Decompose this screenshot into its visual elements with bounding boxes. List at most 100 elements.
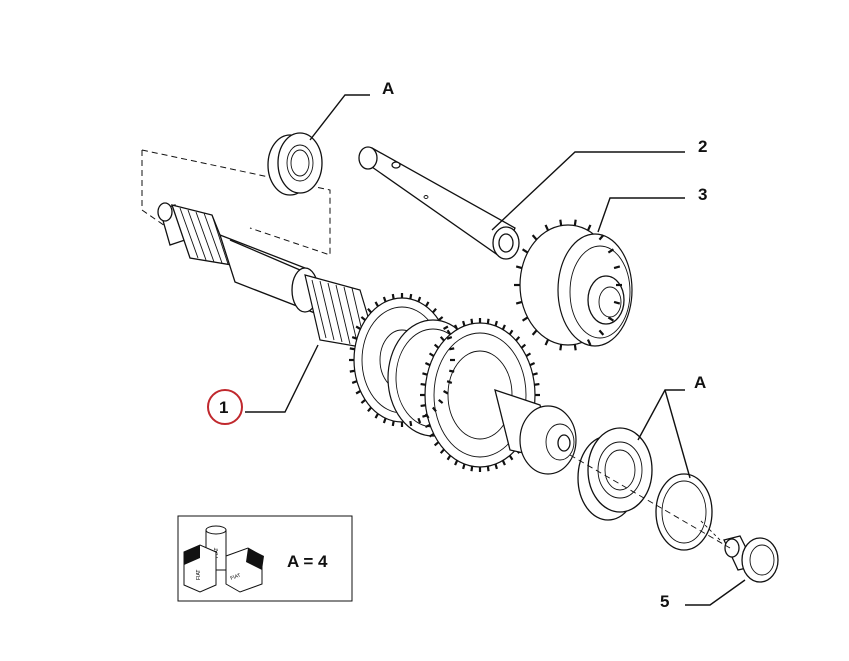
gear-tooth [438, 399, 444, 404]
gear-tooth [438, 316, 444, 321]
gear-tooth [391, 420, 395, 427]
gear-tooth [446, 329, 452, 336]
gear-tooth [382, 296, 387, 303]
gear-tooth [508, 454, 514, 461]
gear-tooth [351, 380, 358, 384]
gear-tooth [508, 329, 514, 336]
gear-tooth [409, 420, 413, 427]
gear-tooth [374, 413, 379, 419]
gear-tooth [428, 433, 435, 438]
gear-tooth [360, 399, 366, 404]
gear-tooth [449, 369, 455, 373]
pin[interactable] [358, 146, 520, 260]
gear-tooth [544, 339, 550, 346]
gear-tooth [462, 463, 466, 470]
gear-tooth [454, 460, 459, 466]
axis-line [569, 454, 731, 549]
gear-tooth [409, 293, 413, 300]
idler-gear-teeth [514, 219, 622, 351]
gear-tooth [391, 293, 395, 300]
gear-tooth [420, 382, 426, 386]
gear-tooth [586, 339, 592, 346]
gear-tooth [446, 380, 453, 384]
gear-tooth [446, 336, 453, 340]
gear-tooth [417, 417, 422, 424]
gear-tooth [494, 463, 498, 470]
gear-tooth [355, 325, 361, 330]
gear-tooth [422, 372, 428, 376]
gear-tooth [425, 301, 430, 307]
gear-tooth [607, 248, 615, 254]
callout-1-highlight[interactable]: 1 [207, 389, 243, 425]
gear-tooth [349, 369, 355, 373]
gear-tooth [501, 324, 506, 330]
gear-tooth [433, 441, 440, 447]
callout-2: 2 [698, 137, 707, 156]
gear-tooth [432, 406, 437, 413]
gear-tooth [544, 224, 550, 231]
bearing-bottom[interactable] [577, 427, 653, 521]
gear-tooth [531, 234, 538, 241]
gear-tooth [525, 352, 532, 357]
gear-tooth [486, 318, 490, 324]
callout-a-bottom: A [694, 373, 706, 392]
gear-tooth [433, 343, 440, 349]
kit-quantity-label: A = 4 [287, 552, 328, 571]
gear-tooth [486, 466, 490, 472]
callout-3: 3 [698, 185, 707, 204]
gear-tooth [494, 320, 498, 327]
gear-tooth [573, 344, 577, 351]
washer[interactable] [655, 473, 713, 551]
gear-tooth [439, 448, 445, 454]
gear-tooth [521, 316, 529, 322]
gear-tooth [382, 417, 387, 424]
gear-tooth [613, 300, 621, 305]
leader-lines [245, 94, 746, 606]
gear-tooth [432, 307, 437, 314]
kit-icon-text-1: FIAT [214, 548, 220, 558]
gear-tooth [598, 234, 605, 241]
gear-tooth [449, 347, 455, 351]
callout-5: 5 [660, 592, 669, 611]
highlight-circle [207, 389, 243, 425]
gear-tooth [470, 466, 474, 472]
gear-tooth [559, 344, 563, 351]
gear-tooth [515, 265, 523, 270]
gear-tooth [443, 325, 449, 330]
gear-tooth [446, 454, 452, 461]
gear-tooth [367, 307, 372, 314]
gear-tooth [470, 318, 474, 324]
gear-tooth [520, 343, 527, 349]
kit-icon-text-3: FIAT [230, 573, 242, 582]
gear-tooth [501, 460, 506, 466]
gear-tooth [529, 362, 536, 367]
kit-boxes-icon: FIAT FIAT FIAT [183, 525, 264, 593]
gear-tooth [349, 347, 355, 351]
gear-tooth [515, 300, 523, 305]
gear-tooth [424, 423, 431, 428]
gear-tooth [351, 336, 358, 340]
gear-tooth [425, 413, 430, 419]
gear-tooth [428, 352, 435, 357]
small-gear-teeth [311, 279, 367, 349]
gear-tooth [417, 296, 422, 303]
callout-a-top: A [382, 79, 394, 98]
kit-icon-text-2: FIAT [196, 570, 202, 580]
gear-tooth [531, 329, 538, 336]
main-shaft[interactable] [157, 202, 577, 475]
idler-gear[interactable] [514, 219, 633, 351]
gear-tooth [534, 382, 540, 386]
gear-tooth [443, 390, 449, 395]
callout-1: 1 [219, 398, 228, 417]
gear-tooth [573, 219, 577, 226]
gear-tooth [374, 301, 379, 307]
dashed-bracket [141, 149, 331, 256]
bolt[interactable] [699, 519, 779, 583]
gear-tooth [598, 329, 605, 336]
gear-tooth [559, 219, 563, 226]
gear-tooth [420, 404, 426, 408]
bearing-top[interactable] [267, 132, 323, 196]
gear-tooth [360, 316, 366, 321]
gear-tooth [424, 362, 431, 367]
